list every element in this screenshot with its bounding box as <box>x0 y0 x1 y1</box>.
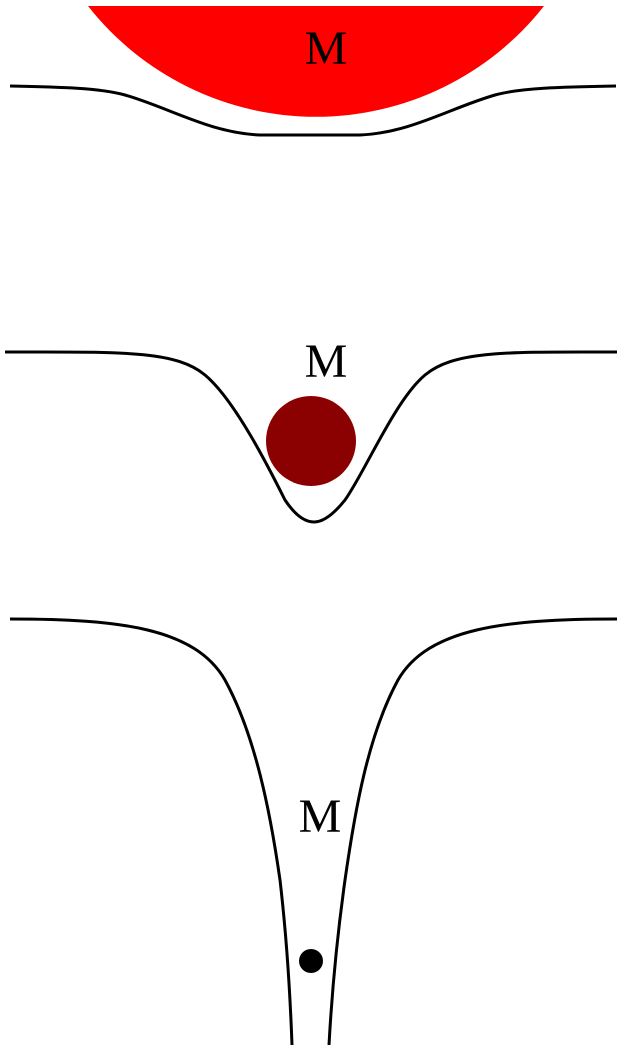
compact-mass-body <box>266 396 356 486</box>
point-mass-label: M <box>299 790 342 843</box>
compact-mass-label: M <box>305 335 348 388</box>
panel-large-mass: M <box>10 6 616 135</box>
panel-compact-mass: M <box>5 335 617 522</box>
panel-point-mass: M <box>10 619 617 1045</box>
large-mass-label: M <box>305 22 348 75</box>
point-mass-body <box>299 949 323 973</box>
